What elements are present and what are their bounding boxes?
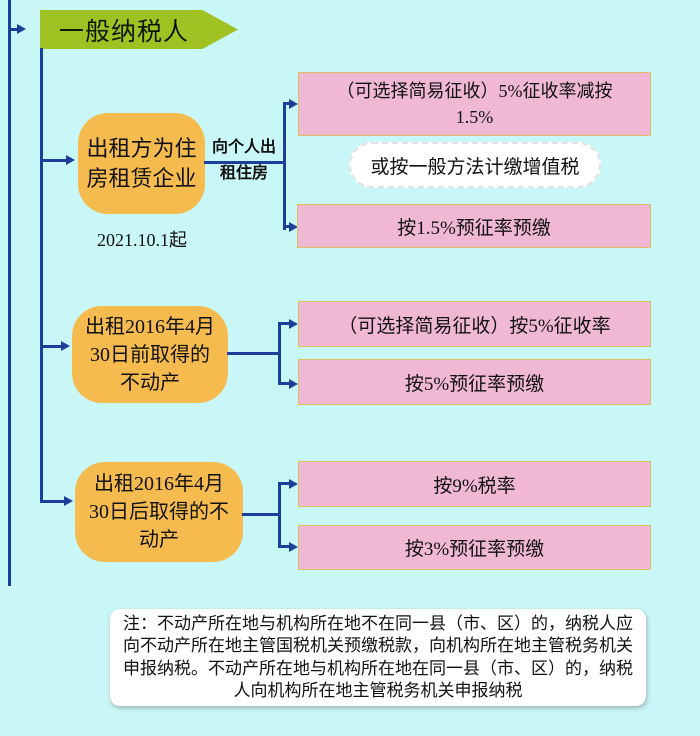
root-node-label: 一般纳税人: [58, 18, 189, 46]
root-connector-line: [10, 28, 18, 31]
outcome-text: 或按一般方法计缴增值税: [370, 156, 580, 178]
outcome-text: 按9%税率: [433, 475, 516, 497]
outcome-prepay-1-5: 按1.5%预征率预缴: [297, 204, 651, 248]
branch1-line: [42, 159, 67, 162]
split2-top-arrowhead-icon: [289, 319, 298, 329]
outcome-prepay-3: 按3%预征率预缴: [298, 525, 651, 570]
branch1-arrowhead-icon: [66, 155, 75, 165]
footnote-line: 注：不动产所在地与机构所在地不在同一县（市、区）的，纳税人应: [123, 613, 633, 633]
edge2-line: [227, 352, 280, 355]
footnote-box: 注：不动产所在地与机构所在地不在同一县（市、区）的，纳税人应 向不动产所在地主管…: [110, 609, 646, 706]
node-text-line: 30日前取得的: [90, 343, 210, 366]
node-text-line: 出租2016年4月: [94, 473, 224, 495]
split1-vertical-line: [283, 102, 286, 230]
split1-top-stub-line: [285, 102, 291, 105]
left-rail-line: [8, 0, 11, 586]
split2-bottom-arrowhead-icon: [289, 379, 298, 389]
node-property-after-2016: 出租2016年4月 30日后取得的不 动产: [75, 462, 243, 562]
split3-bottom-arrowhead-icon: [289, 542, 298, 552]
node-housing-rental-enterprise: 出租方为住 房租赁企业: [78, 113, 205, 214]
outcome-text-line: 1.5%: [455, 107, 494, 127]
root-arrowhead-icon: [17, 24, 26, 34]
split1-bottom-stub-line: [285, 225, 291, 228]
edge1-line: [204, 161, 285, 164]
edge1-label-line: 向个人出: [211, 139, 276, 156]
outcome-simple-levy-1-5: （可选择简易征收）5%征收率减按 1.5%: [298, 72, 651, 136]
split2-top-stub-line: [280, 322, 289, 325]
node-text-line: 30日后取得的不: [89, 501, 229, 523]
trunk-line: [40, 48, 43, 503]
outcome-text: （可选择简易征收）按5%征收率: [338, 315, 611, 337]
split1-top-arrowhead-icon: [289, 99, 298, 109]
outcome-prepay-5: 按5%预征率预缴: [298, 359, 651, 405]
split3-top-stub-line: [280, 482, 289, 485]
node-text-line: 动产: [139, 529, 179, 551]
outcome-text-line: （可选择简易征收）5%征收率减按: [336, 81, 613, 101]
edge1-label-line: 租住房: [219, 165, 268, 182]
split3-vertical-line: [278, 482, 281, 548]
node-text-line: 出租2016年4月: [85, 315, 215, 338]
branch3-line: [42, 500, 65, 503]
edge1-label: 向个人出 租住房: [202, 135, 286, 187]
outcome-text: 按1.5%预征率预缴: [397, 217, 551, 239]
outcome-general-method: 或按一般方法计缴增值税: [349, 142, 601, 188]
split2-vertical-line: [278, 322, 281, 385]
outcome-text: 按3%预征率预缴: [404, 539, 545, 560]
branch2-arrowhead-icon: [61, 341, 70, 351]
node-text-line: 房租赁企业: [86, 165, 197, 191]
node-property-before-2016: 出租2016年4月 30日前取得的 不动产: [72, 306, 228, 403]
branch2-line: [42, 345, 62, 348]
edge3-line: [242, 513, 280, 516]
outcome-text: 按5%预征率预缴: [404, 373, 545, 395]
branch3-arrowhead-icon: [64, 496, 73, 506]
footnote-line: 申报纳税。不动产所在地与机构所在地在同一县（市、区）的，纳税: [123, 658, 633, 678]
footnote-line: 向不动产所在地主管国税机关预缴税款，向机构所在地主管税务机关: [123, 636, 633, 655]
root-node-banner: 一般纳税人: [40, 10, 238, 49]
split3-top-arrowhead-icon: [289, 479, 298, 489]
outcome-rate-9: 按9%税率: [298, 461, 651, 507]
outcome-simple-levy-5: （可选择简易征收）按5%征收率: [298, 301, 651, 347]
split1-bottom-arrowhead-icon: [289, 222, 298, 232]
split2-bottom-stub-line: [280, 382, 289, 385]
effective-date-note: 2021.10.1起: [97, 230, 187, 250]
split3-bottom-stub-line: [280, 545, 289, 548]
node-text-line: 不动产: [120, 371, 180, 394]
node-text-line: 出租方为住: [86, 135, 197, 161]
footnote-line: 人向机构所在地主管税务机关申报纳税: [233, 681, 523, 700]
